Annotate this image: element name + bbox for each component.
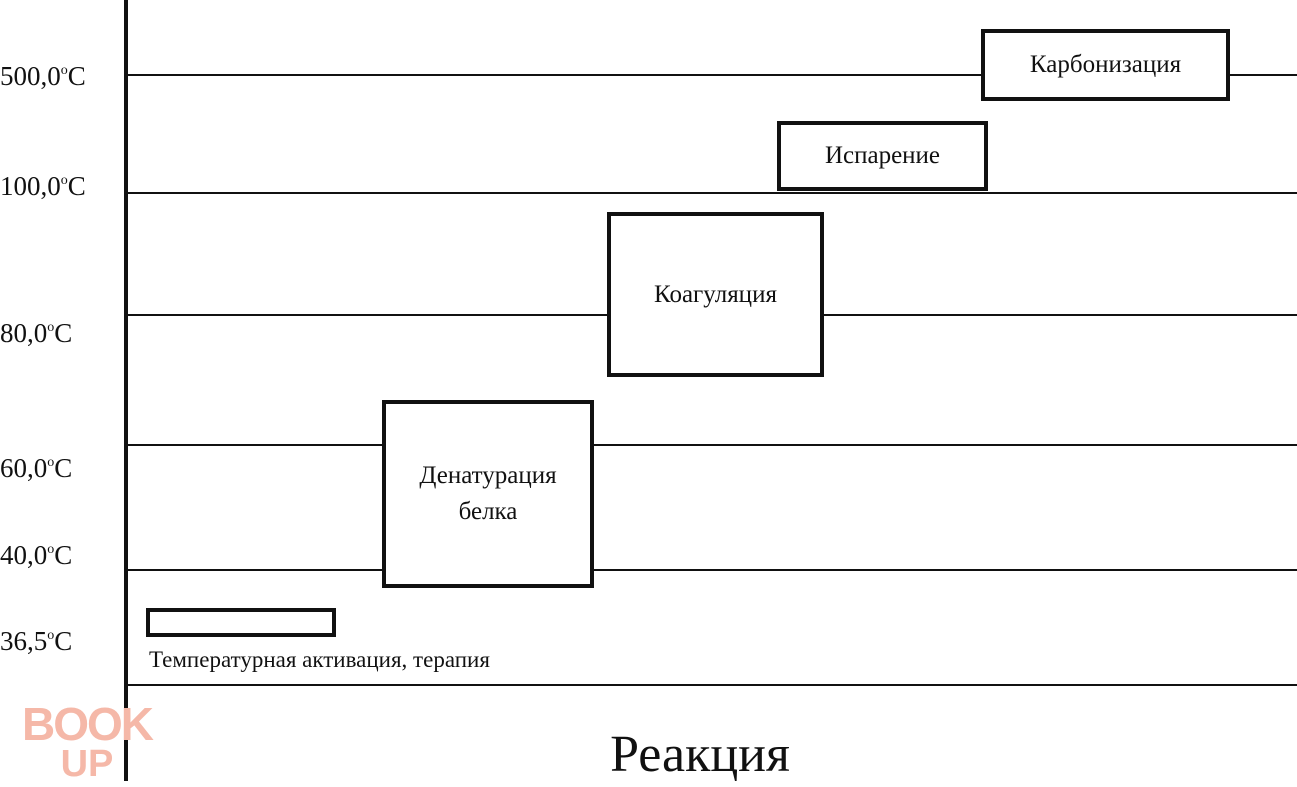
- activation-caption: Температурная активация, терапия: [149, 647, 490, 672]
- temp-unit: С: [54, 540, 73, 570]
- degree-mark: o: [47, 542, 55, 557]
- stage-label: Карбонизация: [1029, 51, 1182, 78]
- x-axis-title: Реакция: [610, 726, 790, 783]
- temp-label-60: 60,0oС: [0, 453, 72, 489]
- temp-value: 36,5: [0, 626, 48, 656]
- stage-coagulation: Коагуляция: [607, 212, 824, 377]
- temp-label-500: 500,0oС: [0, 61, 86, 97]
- degree-mark: o: [60, 63, 68, 78]
- degree-mark: o: [60, 173, 68, 188]
- temp-value: 40,0: [0, 540, 48, 570]
- temp-unit: С: [54, 318, 73, 348]
- degree-mark: o: [47, 455, 55, 470]
- bookup-watermark-logo: BOOK UP: [22, 698, 156, 778]
- gridline-base: [126, 684, 1297, 686]
- degree-mark: o: [47, 628, 55, 643]
- stage-label-line1: Денатурация: [419, 462, 557, 489]
- stage-label: Коагуляция: [654, 280, 777, 308]
- stage-activation-bar: [146, 608, 336, 637]
- stage-denaturation: Денатурация белка: [382, 400, 594, 588]
- watermark-line1: BOOK: [22, 698, 154, 750]
- gridline-100: [126, 192, 1297, 194]
- temp-unit: С: [67, 61, 86, 91]
- temp-label-40: 40,0oС: [0, 540, 72, 576]
- watermark-line2: UP: [61, 743, 114, 778]
- temp-unit: С: [67, 171, 86, 201]
- gridline-60: [126, 444, 1297, 446]
- temp-value: 100,0: [0, 171, 61, 201]
- temp-value: 80,0: [0, 318, 48, 348]
- temp-value: 500,0: [0, 61, 61, 91]
- temp-value: 60,0: [0, 453, 48, 483]
- temperature-axis: [124, 0, 128, 781]
- stage-carbonization: Карбонизация: [981, 29, 1230, 101]
- gridline-500: [126, 74, 1297, 76]
- temp-unit: С: [54, 453, 73, 483]
- temp-label-36-5: 36,5oС: [0, 626, 72, 662]
- temp-label-80: 80,0oС: [0, 318, 72, 354]
- stage-label: Испарение: [824, 142, 941, 169]
- temp-label-100: 100,0oС: [0, 171, 86, 207]
- gridline-40: [126, 569, 1297, 571]
- temp-unit: С: [54, 626, 73, 656]
- stage-evaporation: Испарение: [777, 121, 988, 191]
- degree-mark: o: [47, 320, 55, 335]
- stage-label-line2: белка: [458, 498, 518, 525]
